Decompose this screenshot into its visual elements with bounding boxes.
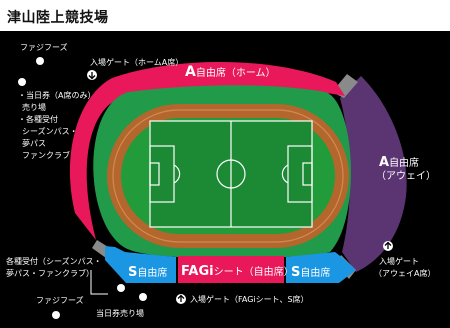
left-info-dot <box>18 78 26 86</box>
a-home-stand[interactable] <box>69 61 345 240</box>
home-gate-label: 入場ゲート（ホームA席） <box>90 57 183 67</box>
fujifoods-top-label: ファジフーズ <box>20 42 68 52</box>
fujifoods-bottom-label: ファジフーズ <box>36 295 84 305</box>
bottom-left-label-1: 各種受付（シーズンパス・ <box>6 256 102 266</box>
fujifoods-bottom-dot <box>52 311 60 319</box>
penalty-arc-left <box>173 164 181 184</box>
fagi-label: FAGiシート（自由席） <box>181 264 294 279</box>
fagi-gate-label: 入場ゲート（FAGiシート、S席） <box>190 294 309 304</box>
center-circle <box>216 159 246 189</box>
bottom-left-dot <box>117 284 125 292</box>
a-away-stand[interactable] <box>340 76 407 272</box>
goal-area-left <box>149 162 160 186</box>
title-bar: 津山陸上競技場 <box>0 0 450 33</box>
page-title: 津山陸上競技場 <box>7 10 109 26</box>
away-gate-label-2: （アウェイA席） <box>374 268 435 278</box>
fujifoods-top-dot <box>36 57 44 65</box>
same-day-ticket-label: 当日券売り場 <box>96 308 144 318</box>
track-lane-outer <box>112 109 344 243</box>
a-home-label: A自由席（ホーム） <box>185 64 276 80</box>
bottom-left-label-2: 夢パス・ファンクラブ） <box>6 268 94 278</box>
penalty-arc-right <box>281 164 289 184</box>
s-right-label: S自由席 <box>291 265 330 280</box>
s-left-label: S自由席 <box>128 265 167 280</box>
fagi-stand[interactable] <box>178 256 284 283</box>
s-stand-left[interactable] <box>105 246 176 283</box>
fagi-gate-arrow <box>177 294 185 302</box>
home-gate-arrow <box>88 72 96 80</box>
goal-area-right <box>302 162 313 186</box>
bottom-left-bracket <box>90 270 108 295</box>
s-stand-right[interactable] <box>286 252 356 283</box>
away-gate-arrow <box>384 241 392 249</box>
same-day-ticket-dot <box>139 293 147 301</box>
away-gate-label-1: 入場ゲート <box>379 256 419 266</box>
left-info-list: ・当日券（A席のみ） 売り場 ・各種受付 シーズンパス・ 夢パス ファンクラブ <box>18 90 98 160</box>
a-away-label-1: A自由席 <box>379 155 419 170</box>
a-away-label-2: （アウェイ） <box>376 170 436 182</box>
